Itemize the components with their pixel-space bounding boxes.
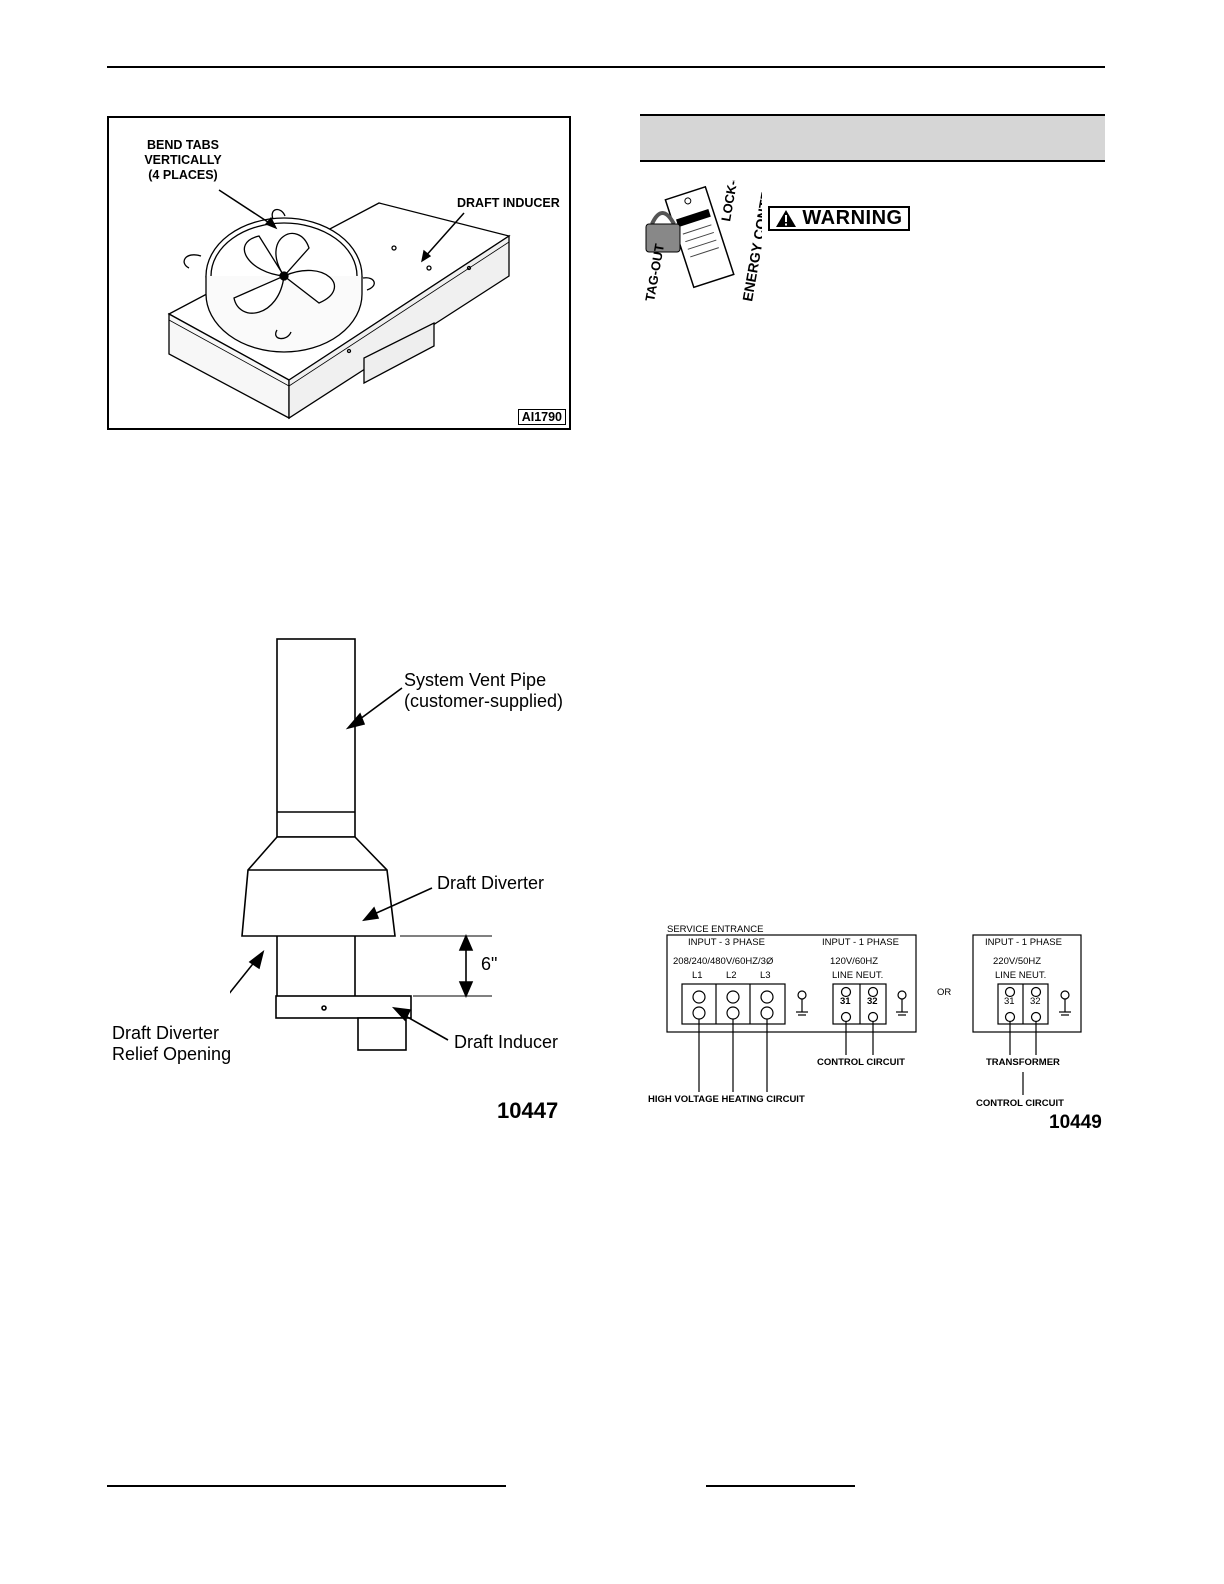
draft-diverter-label: Draft Diverter	[437, 873, 545, 893]
input-3phase-label: INPUT - 3 PHASE	[688, 937, 765, 948]
line-neut-label: LINE NEUT.	[832, 970, 884, 981]
lockout-text: LOCK-OUT	[718, 180, 745, 223]
footer-rule-right	[706, 1485, 855, 1487]
label-line: (customer-supplied)	[404, 691, 564, 711]
energy-control-text: ENERGY CONTROL	[739, 180, 762, 303]
warning-label: WARNING	[768, 206, 910, 231]
line-neut-b-label: LINE NEUT.	[995, 970, 1047, 981]
callout-line: BEND TABS	[147, 138, 219, 152]
transformer-label: TRANSFORMER	[986, 1057, 1060, 1068]
warning-text: WARNING	[802, 207, 903, 229]
input-1phase-b-label: INPUT - 1 PHASE	[985, 937, 1062, 948]
bend-tabs-callout: BEND TABS VERTICALLY (4 PLACES)	[125, 138, 241, 183]
service-entrance-label: SERVICE ENTRANCE	[667, 924, 764, 935]
draft-inducer-drawing	[167, 189, 511, 420]
wiring-diagram-drawing	[666, 934, 1082, 1095]
terminal-32-label: 32	[867, 996, 878, 1007]
draft-inducer-callout: DRAFT INDUCER	[457, 196, 560, 210]
terminal-31-b-label: 31	[1004, 996, 1015, 1007]
terminal-l2-label: L2	[726, 970, 737, 981]
tagout-text: TAG-OUT	[642, 242, 667, 302]
label-line: Draft Diverter	[112, 1023, 220, 1043]
vent-assembly-drawing	[230, 638, 492, 1051]
dimension-label: 6"	[481, 954, 498, 974]
section-header-bar	[640, 114, 1105, 162]
control-circuit-label: CONTROL CIRCUIT	[817, 1057, 905, 1068]
warning-triangle-icon	[776, 210, 797, 227]
input-1phase-label: INPUT - 1 PHASE	[822, 937, 899, 948]
draft-inducer-figure: BEND TABS VERTICALLY (4 PLACES) DRAFT IN…	[107, 116, 571, 430]
footer-rule-left	[107, 1485, 506, 1487]
lockout-tagout-icon: TAG-OUT LOCK-OUT ENERGY CONTROL	[642, 180, 762, 303]
terminal-32-b-label: 32	[1030, 996, 1041, 1007]
figure-number: 10447	[497, 1098, 559, 1123]
control-circuit-b-label: CONTROL CIRCUIT	[976, 1098, 1064, 1109]
relief-opening-label: Draft Diverter Relief Opening	[112, 1023, 231, 1065]
label-line: Relief Opening	[112, 1044, 232, 1064]
high-voltage-label: HIGH VOLTAGE HEATING CIRCUIT	[648, 1094, 805, 1105]
voltage-220-label: 220V/50HZ	[993, 956, 1042, 967]
voltage-120-label: 120V/60HZ	[830, 956, 879, 967]
label-line: System Vent Pipe	[404, 670, 547, 690]
wiring-figure-number: 10449	[1049, 1112, 1102, 1133]
terminal-31-label: 31	[840, 996, 851, 1007]
callout-line: (4 PLACES)	[148, 168, 218, 182]
figure-id: AI1790	[517, 409, 566, 425]
terminal-l3-label: L3	[760, 970, 771, 981]
voltage-3phase-label: 208/240/480V/60HZ/3Ø	[673, 956, 774, 967]
header-rule	[107, 66, 1105, 68]
draft-inducer-label: Draft Inducer	[454, 1032, 559, 1052]
callout-line: VERTICALLY	[144, 153, 222, 167]
terminal-l1-label: L1	[692, 970, 703, 981]
or-label: OR	[937, 987, 952, 998]
vent-pipe-label: System Vent Pipe (customer-supplied)	[404, 670, 563, 712]
